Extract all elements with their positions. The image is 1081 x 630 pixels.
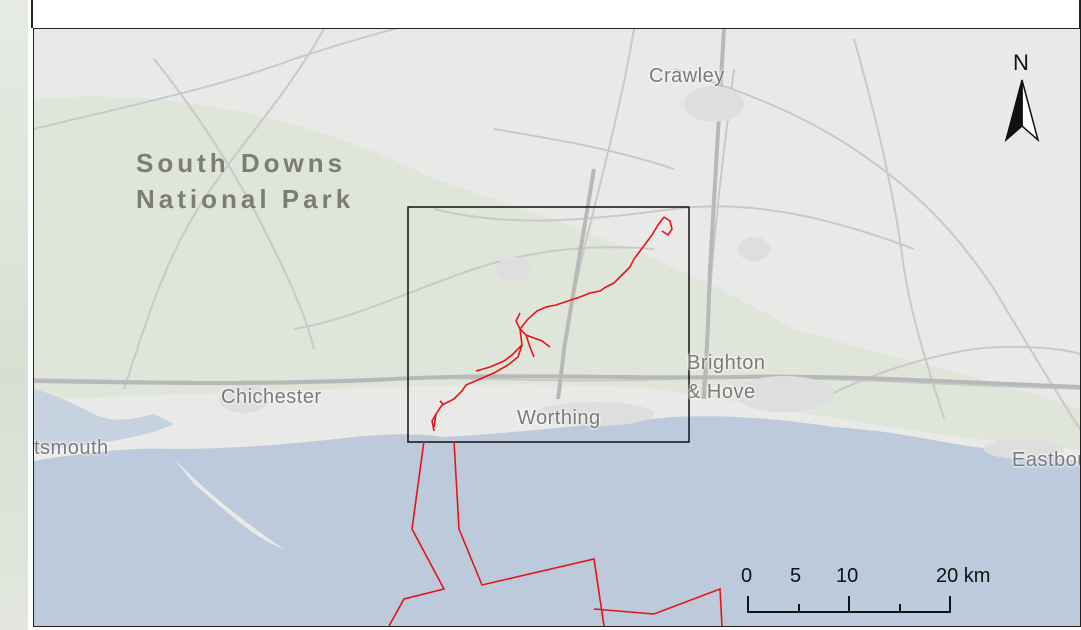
sea-area [34, 416, 1080, 626]
scale-label-5: 5 [790, 565, 802, 587]
basemap [34, 29, 1080, 626]
adjacent-map-edge [0, 0, 28, 630]
frame-line-top [31, 0, 33, 28]
national-park-area [34, 96, 1080, 450]
place-label-portsmouth: tsmouth [34, 437, 109, 459]
cable-route [388, 216, 723, 626]
place-label-eastbourne: Eastbou [1012, 449, 1080, 471]
national-park-label: South Downs National Park [136, 148, 355, 214]
place-label-worthing: Worthing [517, 407, 601, 429]
urban-areas [219, 86, 1064, 459]
scale-label-0: 0 [741, 565, 753, 587]
scale-label-10: 10 [836, 565, 859, 587]
scale-label-20km: 20 km [936, 565, 991, 587]
map-panel[interactable]: South Downs National Park Crawley Chiche… [33, 28, 1081, 627]
harbour-area [34, 389, 174, 451]
place-label-brighton: Brighton & Hove [687, 352, 766, 403]
north-letter: N [1013, 50, 1029, 75]
place-label-chichester: Chichester [221, 386, 322, 408]
north-arrow-icon [1004, 79, 1040, 143]
frame-line-top-right [1079, 0, 1081, 28]
scale-bar [747, 596, 951, 613]
place-label-crawley: Crawley [649, 65, 725, 87]
study-area-box [407, 206, 690, 443]
